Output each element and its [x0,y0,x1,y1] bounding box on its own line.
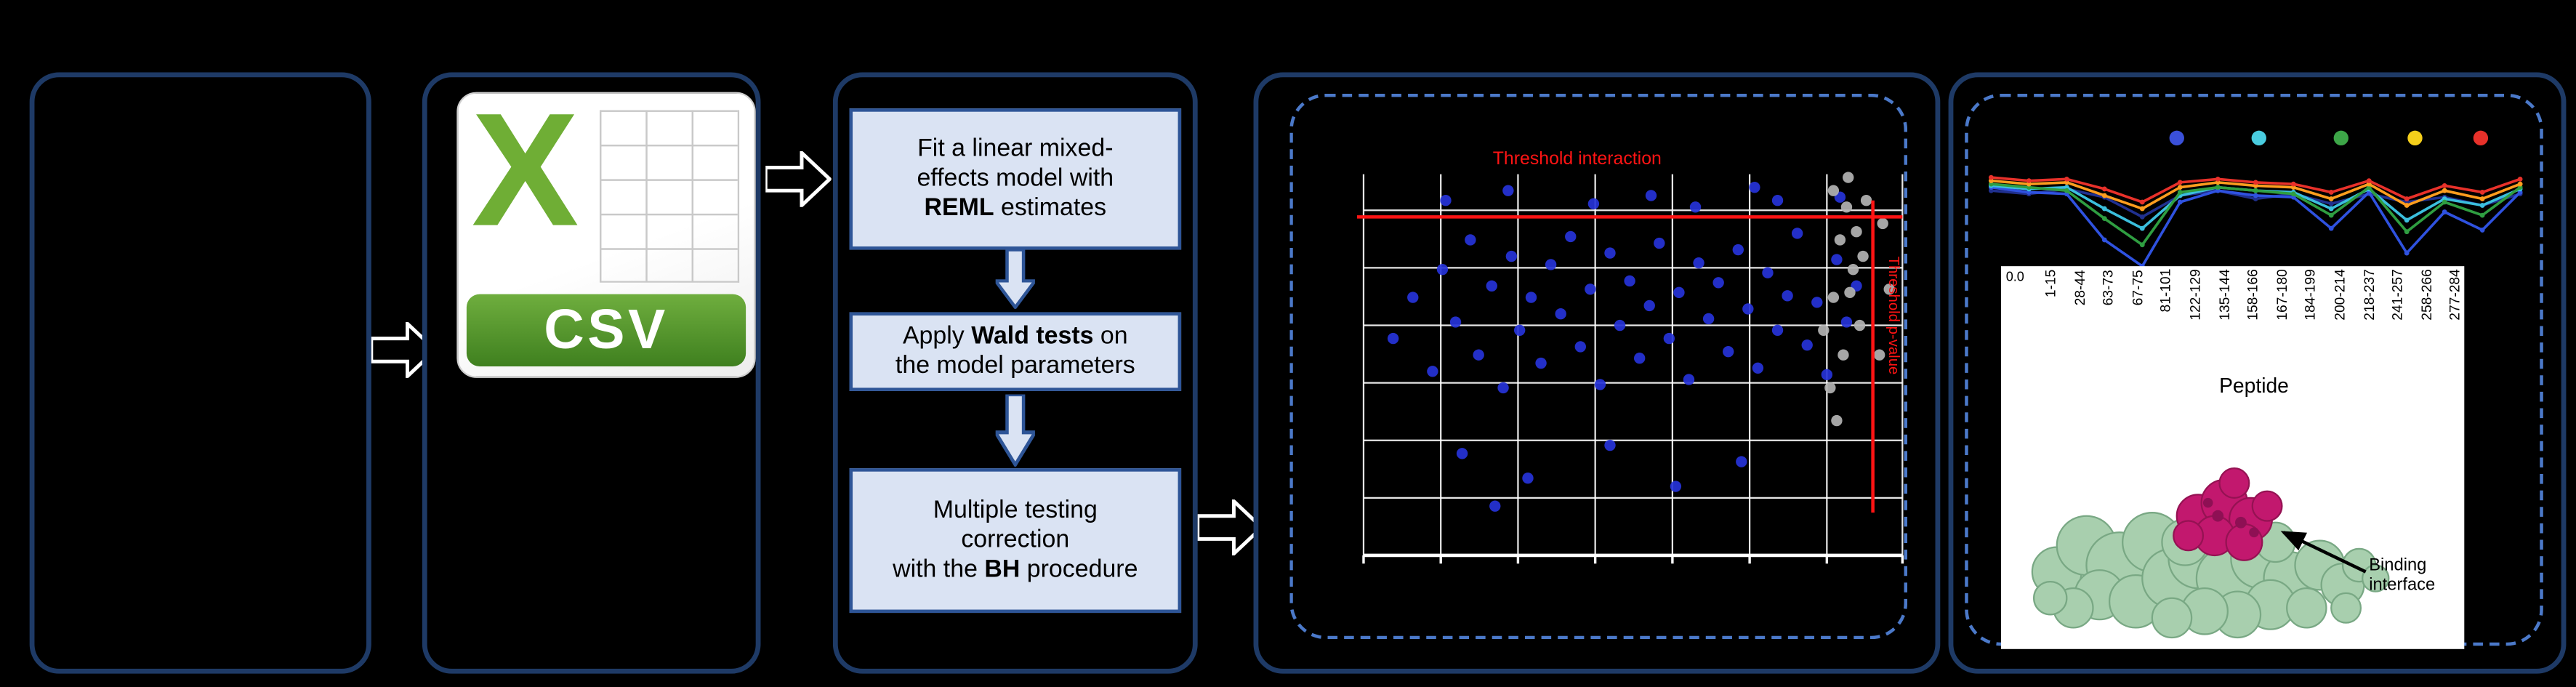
peptide-label: 28-44 [2071,269,2088,305]
right-arrow-icon [1197,499,1264,555]
peptide-label: 67-75 [2128,269,2146,305]
svg-text:Threshold p-value: Threshold p-value [1885,257,1901,375]
y-axis-tick: 0.0 [2005,269,2024,285]
dashed-frame-volcano [1289,93,1908,640]
panel-input [29,72,371,674]
peptide-label: 167-180 [2273,269,2290,321]
peptide-label: 63-73 [2099,269,2117,305]
peptide-label: 1-15 [2042,269,2059,298]
peptide-axis-labels: 1-15 28-44 63-73 67-75 81-101 122-129 135-144 1… [2037,270,2471,369]
peptide-label: 135-144 [2215,269,2232,321]
peptide-label: 122-129 [2186,269,2203,321]
uptake-line-chart [1988,130,2523,269]
peptide-label: 277-284 [2447,269,2463,321]
csv-file-icon: X CSV [456,79,756,378]
peptide-label: 218-237 [2359,269,2377,321]
x-axis-title: Peptide [2219,374,2289,398]
excel-x-logo: X [471,79,579,260]
peptide-label: 241-257 [2388,269,2406,321]
peptide-figure: 0.0 1-15 28-44 63-73 67-75 81-101 122-129 135-… [2000,266,2465,649]
protein-structure [2031,467,2390,639]
svg-text:Threshold interaction: Threshold interaction [1493,148,1662,169]
peptide-label: 200-214 [2331,269,2348,321]
spreadsheet-grid [599,110,740,283]
csv-banner: CSV [466,294,746,367]
binding-interface-label: Binding interface [2369,555,2436,595]
peptide-label: 158-166 [2244,269,2261,321]
peptide-label: 258-266 [2418,269,2435,321]
binding-interface-shading [2202,497,2259,538]
csv-banner-label: CSV [544,298,669,361]
peptide-label: 81-101 [2157,269,2175,313]
right-arrow-icon [765,150,832,207]
binding-interface-region [2173,467,2283,561]
down-arrow-icon [995,249,1035,309]
peptide-label: 184-199 [2302,269,2319,321]
right-arrow-icon [371,321,438,378]
down-arrow-icon [995,394,1035,467]
